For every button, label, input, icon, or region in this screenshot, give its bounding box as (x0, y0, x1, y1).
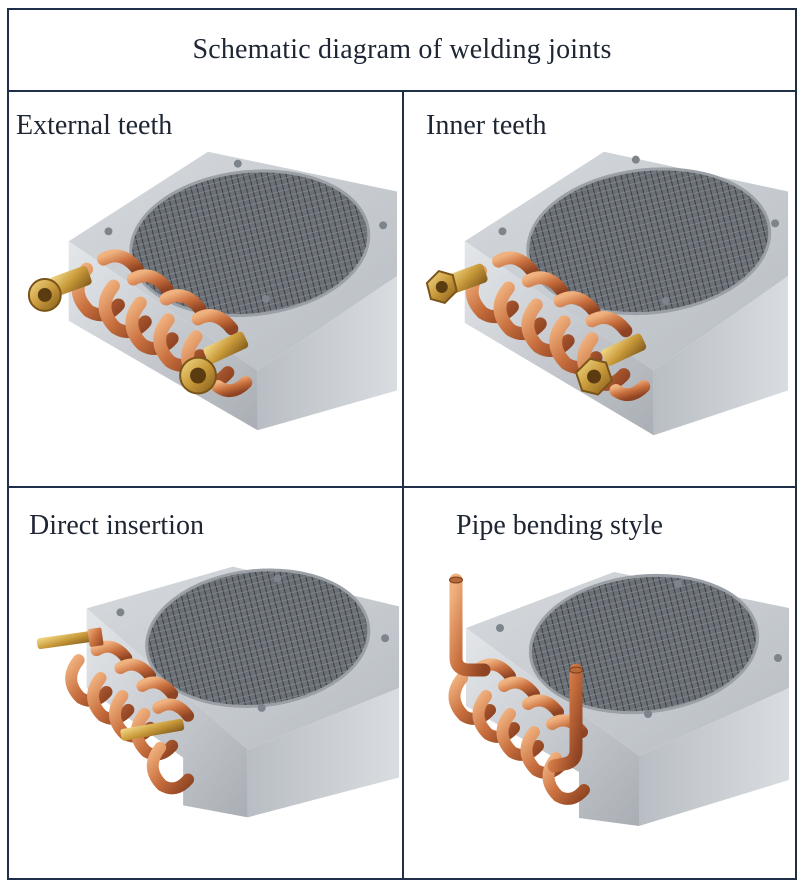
heat-exchanger-photo (448, 572, 789, 826)
barb-tube-top-icon (36, 627, 104, 650)
page-title: Schematic diagram of welding joints (192, 34, 612, 65)
heat-exchanger-photo (27, 151, 398, 431)
pipe-end-icon (569, 666, 583, 674)
heat-exchanger-photo (36, 566, 400, 818)
title-row: Schematic diagram of welding joints (9, 10, 795, 92)
fitting-external-left-icon (27, 266, 92, 312)
panel-label: Pipe bending style (456, 510, 663, 541)
pipe-end-icon (449, 576, 463, 584)
panel-direct-insertion: Direct insertion (9, 488, 404, 878)
diagram-frame: Schematic diagram of welding joints Exte… (7, 8, 797, 880)
heat-exchanger-photo (425, 151, 789, 436)
panel-inner-teeth: Inner teeth (404, 92, 795, 488)
bent-pipe-left-icon (449, 573, 491, 677)
panel-label: Inner teeth (426, 110, 547, 141)
panel-label: External teeth (16, 110, 173, 141)
fitting-nut-right-icon (574, 333, 647, 396)
bent-pipe-right-icon (547, 663, 583, 773)
panel-pipe-bending-style: Pipe bending style (404, 488, 795, 878)
panel-external-teeth: External teeth (9, 92, 404, 488)
panel-label: Direct insertion (29, 510, 204, 541)
fitting-external-right-icon (179, 331, 249, 395)
fitting-nut-left-icon (425, 263, 488, 305)
barb-tube-bottom-icon (120, 718, 185, 741)
